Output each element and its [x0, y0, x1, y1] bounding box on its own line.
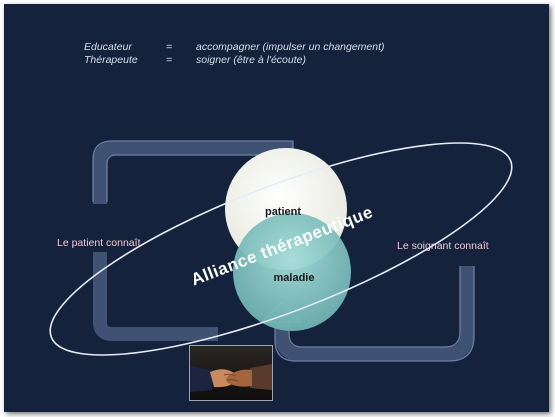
- alliance-ellipse: [49, 142, 513, 356]
- slide: Educateur = accompagner (impulser un cha…: [4, 4, 549, 412]
- definition-term: Thérapeute: [84, 54, 138, 66]
- left-flow-arrow-outline: [92, 140, 294, 202]
- maladie-label: maladie: [273, 272, 315, 284]
- definition-equals: =: [166, 41, 173, 53]
- handshake-icon: [190, 346, 272, 400]
- patient-knows-label: Le patient connaît: [57, 237, 141, 249]
- handshake-photo: [189, 345, 273, 401]
- left-flow-arrow-top: [93, 141, 293, 170]
- right-flow-arrow: [275, 266, 474, 361]
- definition-term: Educateur: [84, 41, 132, 53]
- definition-meaning: accompagner (impulser un changement): [196, 41, 385, 53]
- definition-equals: =: [166, 54, 173, 66]
- definition-meaning: soigner (être à l'écoute): [196, 54, 306, 66]
- caregiver-knows-label: Le soignant connaît: [397, 240, 489, 252]
- patient-label: patient: [264, 206, 302, 218]
- right-flow-arrow-outline: [274, 266, 475, 362]
- alliance-diagram: Alliance thérapeutique: [49, 140, 513, 362]
